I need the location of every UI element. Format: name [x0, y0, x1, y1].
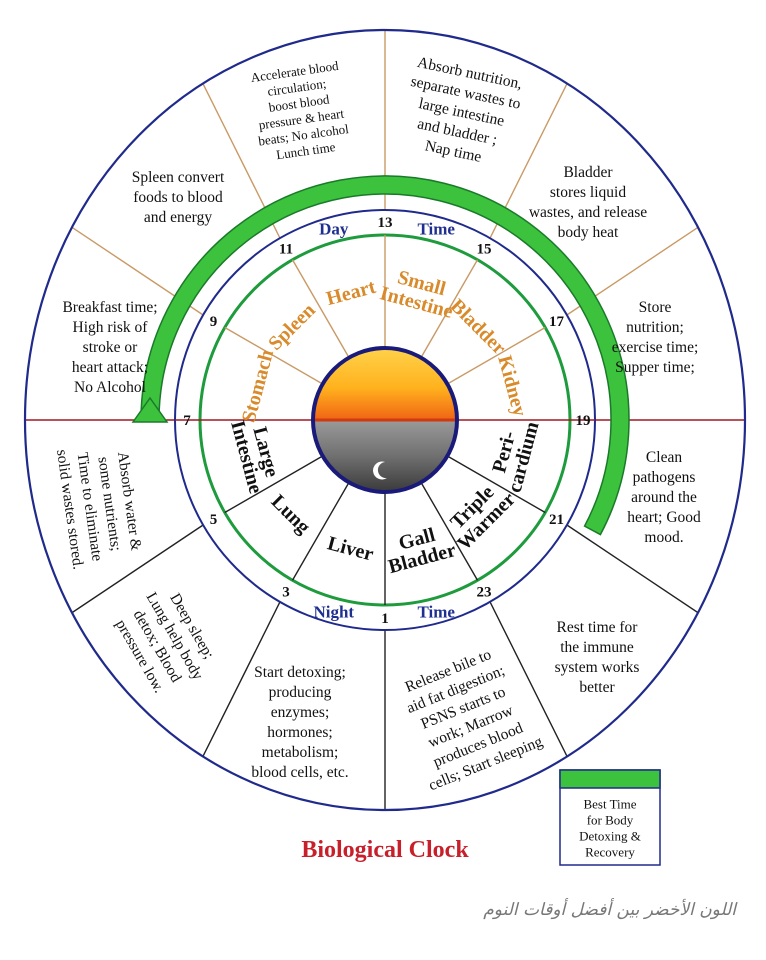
hour-label: 7 — [183, 413, 191, 429]
outer-segment-text: Absorb nutrition,separate wastes tolarge… — [397, 53, 527, 171]
hour-label: 19 — [576, 413, 591, 429]
night-icon — [313, 420, 457, 492]
night-label: Night — [313, 602, 354, 621]
night-time-label: Time — [418, 602, 456, 621]
outer-segment-text: Absorb water &some nutrients;Time to eli… — [53, 440, 146, 571]
moon-icon — [373, 461, 387, 480]
center-circle — [311, 346, 459, 494]
outer-ring — [23, 28, 747, 812]
arabic-caption: اللون الأخضر بين أفضل أوقات النوم — [483, 900, 736, 920]
hour-label: 3 — [282, 584, 290, 600]
inner-spoke — [224, 326, 323, 385]
inner-spoke — [291, 259, 350, 358]
inner-spoke — [420, 259, 479, 358]
outer-segment-text: Deep sleep;Lung help bodydetox; Bloodpre… — [108, 579, 224, 703]
hour-label: 9 — [210, 314, 218, 330]
detox-arrow-head — [131, 396, 169, 423]
inner-spoke — [224, 455, 323, 514]
inner-spoke — [291, 482, 350, 581]
detox-band — [140, 175, 630, 536]
hour-label: 11 — [279, 242, 293, 258]
day-label: Day — [319, 220, 349, 239]
inner-spoke — [447, 326, 546, 385]
organ-label: SmallIntestine — [378, 263, 461, 323]
hour-label: 1 — [381, 611, 389, 627]
hour-label: 21 — [549, 512, 564, 528]
outer-segment-text: Release bile toaid fat digestion;PSNS st… — [389, 640, 546, 794]
diagram-title: Biological Clock — [301, 837, 469, 863]
hour-label: 13 — [378, 215, 393, 231]
sun-icon — [313, 348, 457, 420]
hour-label: 15 — [477, 242, 492, 258]
hour-label: 5 — [210, 512, 218, 528]
inner-spoke — [447, 455, 546, 514]
day-time-label: Time — [418, 220, 456, 239]
outer-segment-text: Accelerate bloodcirculation;boost bloodp… — [248, 58, 352, 165]
hour-label: 17 — [549, 314, 565, 330]
inner-spoke — [420, 482, 479, 581]
legend-swatch — [559, 769, 661, 789]
hour-label: 23 — [477, 584, 492, 600]
